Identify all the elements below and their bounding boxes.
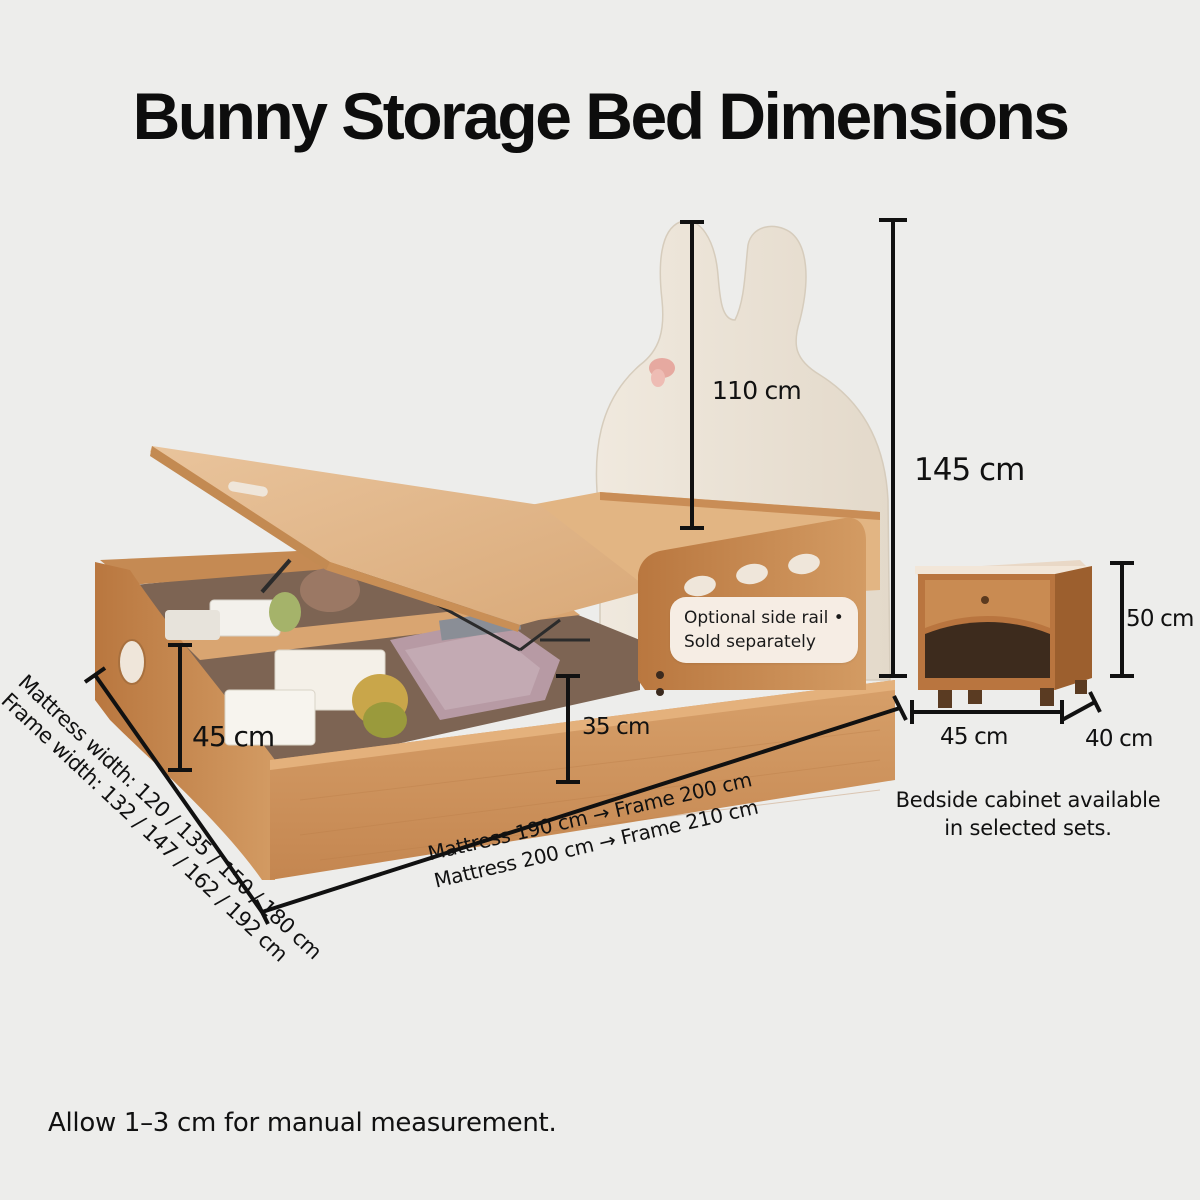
dimension-lines	[83, 218, 1134, 925]
length-line	[261, 706, 901, 914]
heart-icon	[649, 358, 675, 387]
cabinet-height-label: 50 cm	[1126, 606, 1194, 632]
rail-height-label: 35 cm	[582, 714, 650, 740]
measurement-footnote: Allow 1–3 cm for manual measurement.	[48, 1108, 557, 1138]
stored-items	[165, 568, 560, 746]
cabinet-depth-line	[1061, 700, 1096, 722]
storage-depth-label: 45 cm	[192, 720, 275, 753]
page-title: Bunny Storage Bed Dimensions	[132, 79, 1070, 153]
bedside-cabinet	[915, 560, 1092, 708]
cabinet-width-label: 45 cm	[940, 724, 1008, 750]
side-rail-note: Optional side rail • Sold separately	[670, 597, 858, 663]
headboard-height-label: 110 cm	[712, 376, 802, 405]
side-rail-note-line1: Optional side rail •	[684, 608, 844, 628]
storage-lid	[150, 446, 650, 652]
side-rail-note-line2: Sold separately	[684, 632, 816, 652]
cabinet-note-line1: Bedside cabinet available	[895, 788, 1161, 812]
width-line	[93, 673, 264, 914]
cabinet-depth-label: 40 cm	[1085, 726, 1153, 752]
cabinet-note-line2: in selected sets.	[944, 816, 1112, 840]
cabinet-note: Bedside cabinet available in selected se…	[858, 786, 1198, 842]
total-height-label: 145 cm	[914, 452, 1025, 488]
